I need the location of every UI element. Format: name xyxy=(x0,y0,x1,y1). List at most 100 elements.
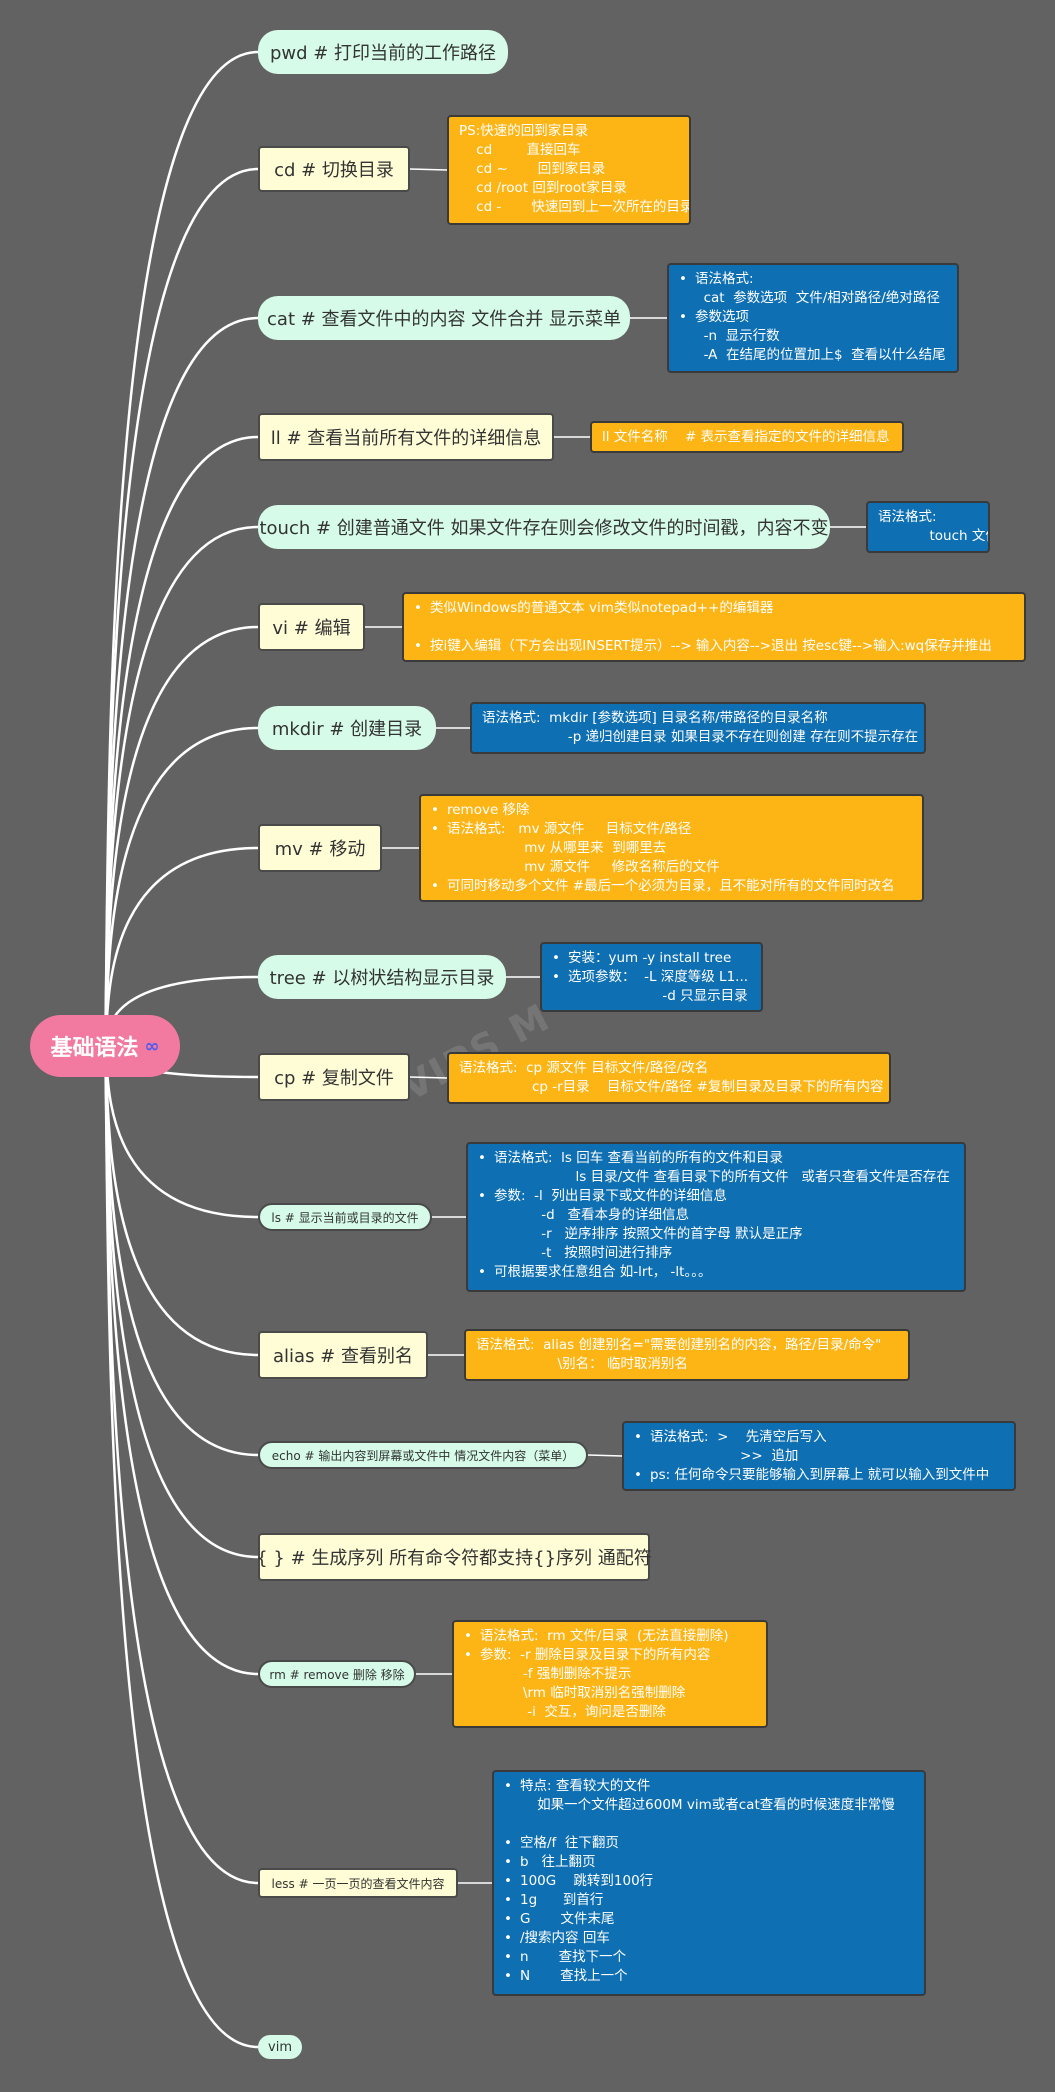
note-line: cat 参数选项 文件/相对路径/绝对路径 xyxy=(695,290,940,306)
note-line: 语法格式: xyxy=(878,509,937,525)
topic-ll[interactable]: ll # 查看当前所有文件的详细信息 xyxy=(258,413,554,461)
topic-less[interactable]: less # 一页一页的查看文件内容 xyxy=(258,1868,458,1898)
note-line: 如果一个文件超过600M vim或者cat查看的时候速度非常慢 xyxy=(520,1797,895,1813)
note-line: -t 按照时间进行排序 xyxy=(494,1245,673,1261)
note-ll: ll 文件名称 # 表示查看指定的文件的详细信息 xyxy=(590,421,904,453)
note-line: 1g 到首行 xyxy=(504,1891,914,1910)
note-line: 可同时移动多个文件 #最后一个必须为目录，且不能对所有的文件同时改名 xyxy=(431,877,912,896)
branch-line xyxy=(103,1044,260,1357)
note-line: PS:快速的回到家目录 xyxy=(459,123,589,139)
connector-line xyxy=(409,1076,448,1079)
topic-cp[interactable]: cp # 复制文件 xyxy=(258,1053,410,1101)
topic-cd[interactable]: cd # 切换目录 xyxy=(258,146,410,192)
link-icon[interactable]: ∞ xyxy=(144,1035,160,1057)
note-line: -n 显示行数 xyxy=(695,328,780,344)
topic-alias[interactable]: alias # 查看别名 xyxy=(258,1331,428,1379)
note-ls: 语法格式: ls 回车 查看当前的所有的文件和目录 ls 目录/文件 查看目录下… xyxy=(466,1142,966,1292)
note-mkdir: 语法格式: mkdir [参数选项] 目录名称/带路径的目录名称 -p 递归创建… xyxy=(470,702,926,754)
note-line xyxy=(504,1815,914,1834)
note-line: touch 文件名称 xyxy=(929,528,988,544)
root-label: 基础语法 xyxy=(50,1036,139,1061)
note-line: 参数: -l 列出目录下或文件的详细信息 xyxy=(478,1187,954,1206)
note-vi: 类似Windows的普通文本 vim类似notepad++的编辑器 按i键入编辑… xyxy=(402,592,1026,662)
topic-ls[interactable]: ls # 显示当前或目录的文件 xyxy=(258,1203,432,1231)
note-line: >> 追加 xyxy=(650,1448,799,1464)
note-less: 特点: 查看较大的文件 如果一个文件超过600M vim或者cat查看的时候速度… xyxy=(492,1770,926,1996)
note-rm: 语法格式: rm 文件/目录 (无法直接删除)参数: -r 删除目录及目录下的所… xyxy=(452,1620,768,1728)
note-line: b 往上翻页 xyxy=(504,1853,914,1872)
topic-pwd[interactable]: pwd # 打印当前的工作路径 xyxy=(258,30,508,74)
note-line: ll 文件名称 # 表示查看指定的文件的详细信息 xyxy=(602,429,890,445)
topic-mkdir[interactable]: mkdir # 创建目录 xyxy=(258,706,436,750)
note-line: 参数选项 xyxy=(679,308,947,327)
note-line: ps: 任何命令只要能够输入到屏幕上 就可以输入到文件中 xyxy=(634,1466,1004,1485)
note-line: cd - 快速回到上一次所在的目录 xyxy=(459,199,691,215)
branch-line xyxy=(103,167,260,1048)
note-line: 可根据要求任意组合 如-lrt， -lt。。。 xyxy=(478,1263,954,1282)
note-line: 语法格式: mkdir [参数选项] 目录名称/带路径的目录名称 xyxy=(482,710,828,726)
topic-echo[interactable]: echo # 输出内容到屏幕或文件中 情况文件内容（菜单） xyxy=(258,1441,588,1469)
note-line: cp -r目录 目标文件/路径 #复制目录及目录下的所有内容 xyxy=(459,1079,884,1095)
note-line: cd ~ 回到家目录 xyxy=(459,161,606,177)
branch-line xyxy=(103,1044,260,1885)
note-line: -p 递归创建目录 如果目录不存在则创建 存在则不提示存在 xyxy=(482,729,919,745)
note-line: -r 逆序排序 按照文件的首字母 默认是正序 xyxy=(494,1226,803,1242)
branch-line xyxy=(103,726,260,1048)
note-cat: 语法格式: cat 参数选项 文件/相对路径/绝对路径参数选项 -n 显示行数 … xyxy=(667,263,959,373)
note-line: 语法格式: ls 回车 查看当前的所有的文件和目录 xyxy=(478,1149,954,1168)
note-tree: 安装：yum -y install tree选项参数： -L 深度等级 L1..… xyxy=(540,942,763,1012)
note-line: 按i键入编辑（下方会出现INSERT提示）--> 输入内容-->退出 按esc键… xyxy=(414,637,1014,656)
topic-mv[interactable]: mv # 移动 xyxy=(258,824,382,872)
note-alias: 语法格式: alias 创建别名="需要创建别名的内容，路径/目录/命令" \别… xyxy=(464,1329,910,1381)
note-line: mv 源文件 修改名称后的文件 xyxy=(447,859,720,875)
topic-tree[interactable]: tree # 以树状结构显示目录 xyxy=(258,955,506,999)
note-line: 选项参数： -L 深度等级 L1... xyxy=(552,968,751,987)
note-line: 100G 跳转到100行 xyxy=(504,1872,914,1891)
branch-line xyxy=(103,50,260,1048)
note-line: 空格/f 往下翻页 xyxy=(504,1834,914,1853)
note-line: -i 交互，询问是否删除 xyxy=(480,1704,666,1720)
topic-vim[interactable]: vim xyxy=(258,2035,302,2059)
note-line: 语法格式: > 先清空后写入 xyxy=(634,1428,1004,1447)
note-echo: 语法格式: > 先清空后写入 >> 追加 ps: 任何命令只要能够输入到屏幕上 就… xyxy=(622,1421,1016,1491)
note-mv: remove 移除语法格式: mv 源文件 目标文件/路径 mv 从哪里来 到哪… xyxy=(419,794,924,902)
branch-line xyxy=(103,435,260,1048)
note-line: 语法格式: xyxy=(679,270,947,289)
topic-cat[interactable]: cat # 查看文件中的内容 文件合并 显示菜单 xyxy=(258,296,630,340)
note-line xyxy=(414,618,1014,637)
topic-rm[interactable]: rm # remove 删除 移除 xyxy=(258,1660,416,1688)
note-cd: PS:快速的回到家目录 cd 直接回车 cd ~ 回到家目录 cd /root … xyxy=(447,115,691,225)
root-topic[interactable]: 基础语法 ∞ xyxy=(30,1015,180,1077)
note-line: /搜索内容 回车 xyxy=(504,1929,914,1948)
note-line: 语法格式: rm 文件/目录 (无法直接删除) xyxy=(464,1627,756,1646)
note-line: 语法格式: mv 源文件 目标文件/路径 xyxy=(431,820,912,839)
branch-line xyxy=(103,1044,260,1457)
note-cp: 语法格式: cp 源文件 目标文件/路径/改名 cp -r目录 目标文件/路径 … xyxy=(447,1052,891,1104)
topic-vi[interactable]: vi # 编辑 xyxy=(258,603,365,651)
topic-seq[interactable]: { } # 生成序列 所有命令符都支持{}序列 通配符 xyxy=(256,1533,652,1581)
note-line: -A 在结尾的位置加上$ 查看以什么结尾 xyxy=(695,347,946,363)
branch-line xyxy=(103,1044,260,2049)
note-line: mv 从哪里来 到哪里去 xyxy=(447,840,667,856)
note-line: -d 只显示目录 xyxy=(568,988,748,1004)
topic-touch[interactable]: touch # 创建普通文件 如果文件存在则会修改文件的时间戳，内容不变 xyxy=(258,505,830,549)
note-line: cd /root 回到root家目录 xyxy=(459,180,627,196)
note-line: n 查找下一个 xyxy=(504,1948,914,1967)
note-line: 特点: 查看较大的文件 xyxy=(504,1777,914,1796)
note-line: remove 移除 xyxy=(431,801,912,820)
note-line: 语法格式: cp 源文件 目标文件/路径/改名 xyxy=(459,1060,709,1076)
note-line: 类似Windows的普通文本 vim类似notepad++的编辑器 xyxy=(414,599,1014,618)
note-line: 安装：yum -y install tree xyxy=(552,949,751,968)
note-line: \rm 临时取消别名强制删除 xyxy=(480,1685,686,1701)
note-touch: 语法格式: touch 文件名称 xyxy=(866,501,990,553)
note-line: N 查找上一个 xyxy=(504,1967,914,1986)
note-line: -f 强制删除不提示 xyxy=(480,1666,632,1682)
note-line: 语法格式: alias 创建别名="需要创建别名的内容，路径/目录/命令" xyxy=(476,1337,882,1353)
note-line: ls 目录/文件 查看目录下的所有文件 或者只查看文件是否存在 xyxy=(494,1169,950,1185)
note-line: \别名： 临时取消别名 xyxy=(476,1356,688,1372)
note-line: 参数: -r 删除目录及目录下的所有内容 xyxy=(464,1646,756,1665)
note-line: cd 直接回车 xyxy=(459,142,581,158)
connector-line xyxy=(587,1454,623,1457)
note-line: G 文件末尾 xyxy=(504,1910,914,1929)
note-line: -d 查看本身的详细信息 xyxy=(494,1207,690,1223)
